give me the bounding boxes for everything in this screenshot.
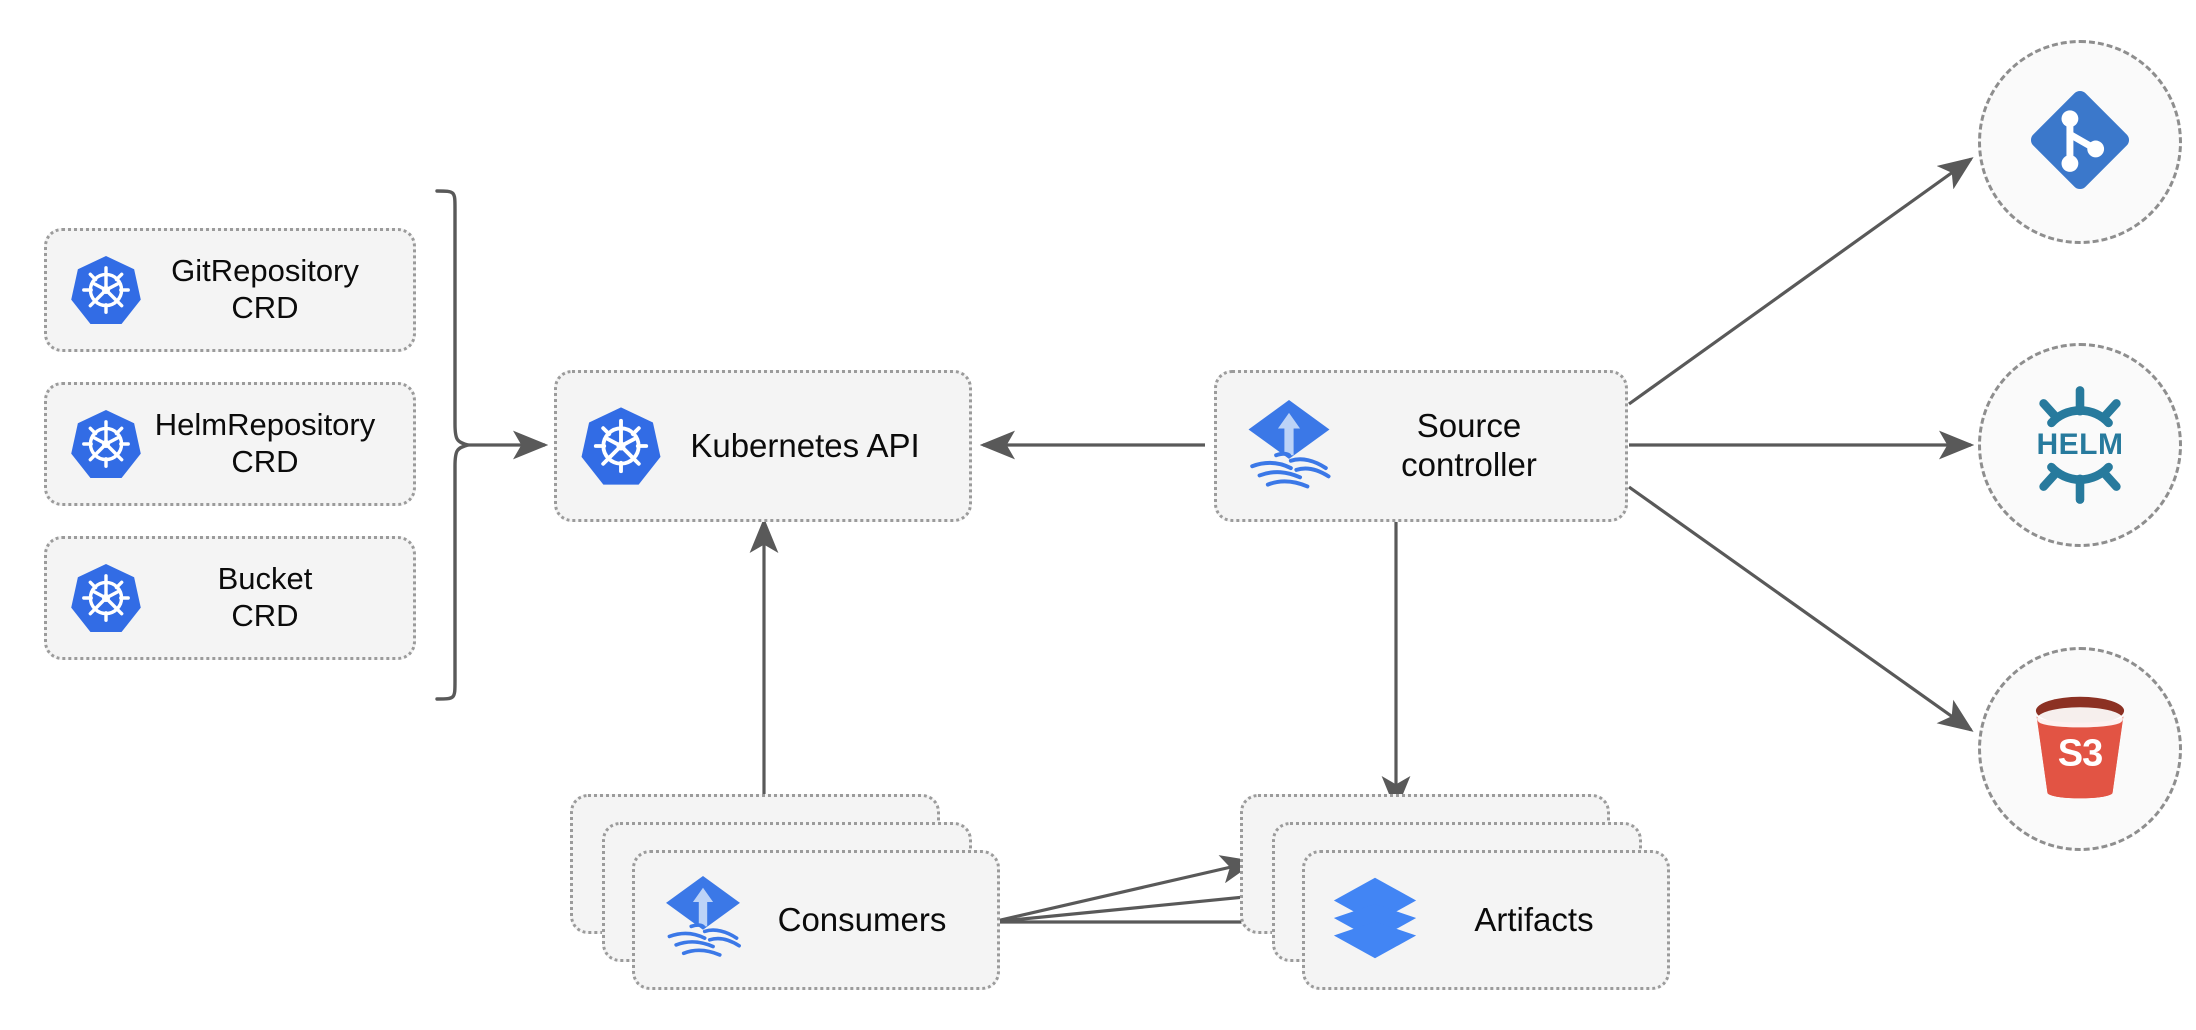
edge-consumers-to-artifacts-1 bbox=[991, 855, 1257, 924]
crd-card-helmrepository[interactable]: HelmRepository CRD bbox=[44, 382, 416, 506]
node-consumers[interactable]: Consumers bbox=[570, 794, 1000, 990]
s3-wordmark: S3 bbox=[2057, 732, 2103, 775]
kubernetes-icon bbox=[69, 561, 143, 635]
s3-bucket-icon: S3 bbox=[2021, 691, 2139, 807]
kubernetes-icon bbox=[69, 253, 143, 327]
crd-card-label: GitRepository CRD bbox=[171, 253, 359, 325]
node-source-controller-label: Source controller bbox=[1401, 407, 1537, 483]
edge-source-controller-to-s3 bbox=[1628, 485, 1974, 732]
node-kubernetes-api[interactable]: Kubernetes API bbox=[554, 370, 972, 522]
helm-wordmark: HELM bbox=[2036, 428, 2124, 461]
node-artifacts[interactable]: Artifacts bbox=[1240, 794, 1670, 990]
flux-icon bbox=[661, 874, 745, 967]
node-artifacts-label: Artifacts bbox=[1474, 901, 1594, 938]
crd-card-bucket[interactable]: Bucket CRD bbox=[44, 536, 416, 660]
artifacts-stack-sheet-front[interactable]: Artifacts bbox=[1302, 850, 1670, 990]
target-circle-git[interactable] bbox=[1978, 40, 2182, 244]
flux-icon bbox=[1243, 398, 1335, 494]
crd-card-label: HelmRepository CRD bbox=[154, 407, 376, 479]
kubernetes-icon bbox=[579, 404, 663, 488]
layers-icon bbox=[1331, 876, 1419, 965]
helm-icon: HELM bbox=[2015, 380, 2145, 510]
target-circle-helm[interactable]: HELM bbox=[1978, 343, 2182, 547]
git-icon bbox=[2024, 84, 2136, 201]
node-source-controller[interactable]: Source controller bbox=[1214, 370, 1628, 522]
target-circle-s3[interactable]: S3 bbox=[1978, 647, 2182, 851]
node-consumers-label: Consumers bbox=[777, 901, 947, 938]
consumers-stack-sheet-front[interactable]: Consumers bbox=[632, 850, 1000, 990]
kubernetes-icon bbox=[69, 407, 143, 481]
edge-source-controller-to-git bbox=[1628, 157, 1974, 406]
crd-card-gitrepository[interactable]: GitRepository CRD bbox=[44, 228, 416, 352]
crd-group-bracket bbox=[435, 189, 475, 701]
node-kubernetes-api-label: Kubernetes API bbox=[690, 426, 920, 464]
crd-card-label: Bucket CRD bbox=[217, 561, 313, 633]
